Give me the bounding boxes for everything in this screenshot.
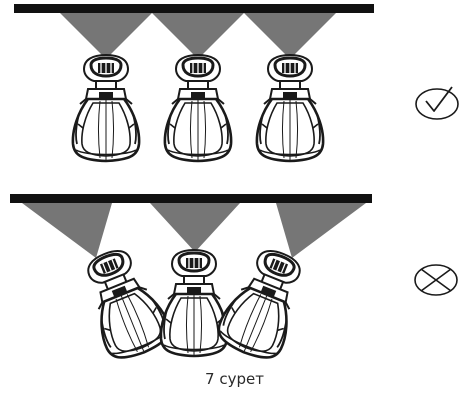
nozzle-unit — [72, 240, 177, 367]
spray-beam — [152, 13, 244, 59]
nozzle-unit — [71, 53, 141, 163]
spray-beam — [22, 203, 112, 258]
nozzle-unit — [159, 248, 229, 358]
nozzle-unit — [163, 53, 233, 163]
nozzle-unit — [255, 53, 325, 163]
cross-icon — [414, 264, 458, 296]
check-icon — [415, 86, 459, 120]
spray-beam — [150, 203, 240, 252]
spray-beam — [60, 13, 152, 59]
panel-incorrect — [10, 194, 458, 367]
panel-correct — [14, 4, 459, 163]
mounting-bar — [14, 4, 374, 13]
figure-caption: 7 сурет — [205, 370, 264, 388]
spray-beam — [244, 13, 336, 59]
nozzle-unit — [211, 240, 316, 367]
spray-beam — [276, 203, 366, 258]
mounting-bar — [10, 194, 372, 203]
